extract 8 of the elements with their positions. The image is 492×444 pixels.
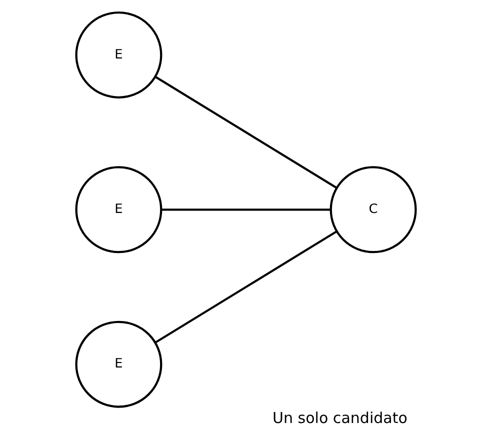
node-circle: C (330, 166, 417, 254)
connector (154, 76, 338, 189)
node-circle: E (75, 320, 162, 408)
node-circle: E (75, 166, 162, 254)
connector (161, 208, 331, 211)
caption: Un solo candidato (272, 409, 408, 428)
connector (154, 230, 338, 344)
node-circle: E (75, 11, 162, 98)
